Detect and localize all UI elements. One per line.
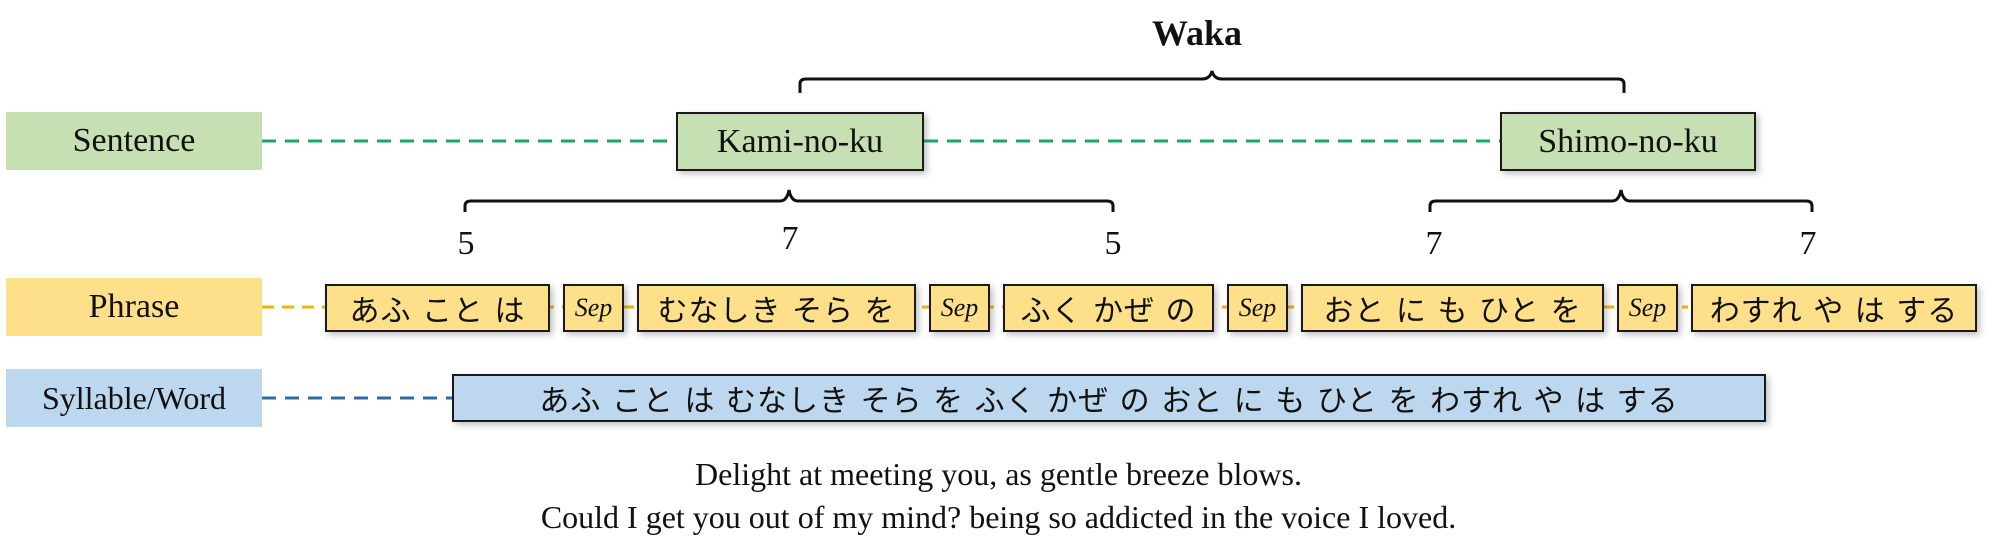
phrase-count-3: 5 [1104,225,1122,262]
phrase-count-5: 7 [1799,225,1817,262]
diagram-title: Waka [1152,13,1243,53]
translation-line-2: Could I get you out of my mind? being so… [540,499,1457,535]
waka-brace [798,70,1626,93]
phrase-count-1: 5 [457,225,475,262]
row-label-sentence: Sentence [6,112,262,170]
kami-no-ku-box: Kami-no-ku [676,112,924,171]
separator-box-2: Sep [929,284,990,332]
phrase-box-5: わすれ や は する [1691,284,1977,332]
phrase-box-3: ふく かぜ の [1003,284,1214,332]
separator-box-3: Sep [1227,284,1288,332]
separator-box-1: Sep [563,284,624,332]
separator-box-4: Sep [1617,284,1678,332]
row-label-phrase: Phrase [6,278,262,336]
phrase-box-4: おと に も ひと を [1301,284,1604,332]
shimo-no-ku-brace [1428,189,1814,212]
phrase-box-2: むなしき そら を [637,284,916,332]
shimo-no-ku-box: Shimo-no-ku [1500,112,1756,171]
phrase-count-2: 7 [781,220,799,257]
kami-no-ku-brace [463,189,1115,212]
row-label-syllable-word: Syllable/Word [6,369,262,427]
phrase-count-4: 7 [1425,225,1443,262]
syllable-word-box: あふ こと は むなしき そら を ふく かぜ の おと に も ひと を わす… [452,374,1766,422]
phrase-box-1: あふ こと は [325,284,550,332]
translation-line-1: Delight at meeting you, as gentle breeze… [695,456,1302,492]
